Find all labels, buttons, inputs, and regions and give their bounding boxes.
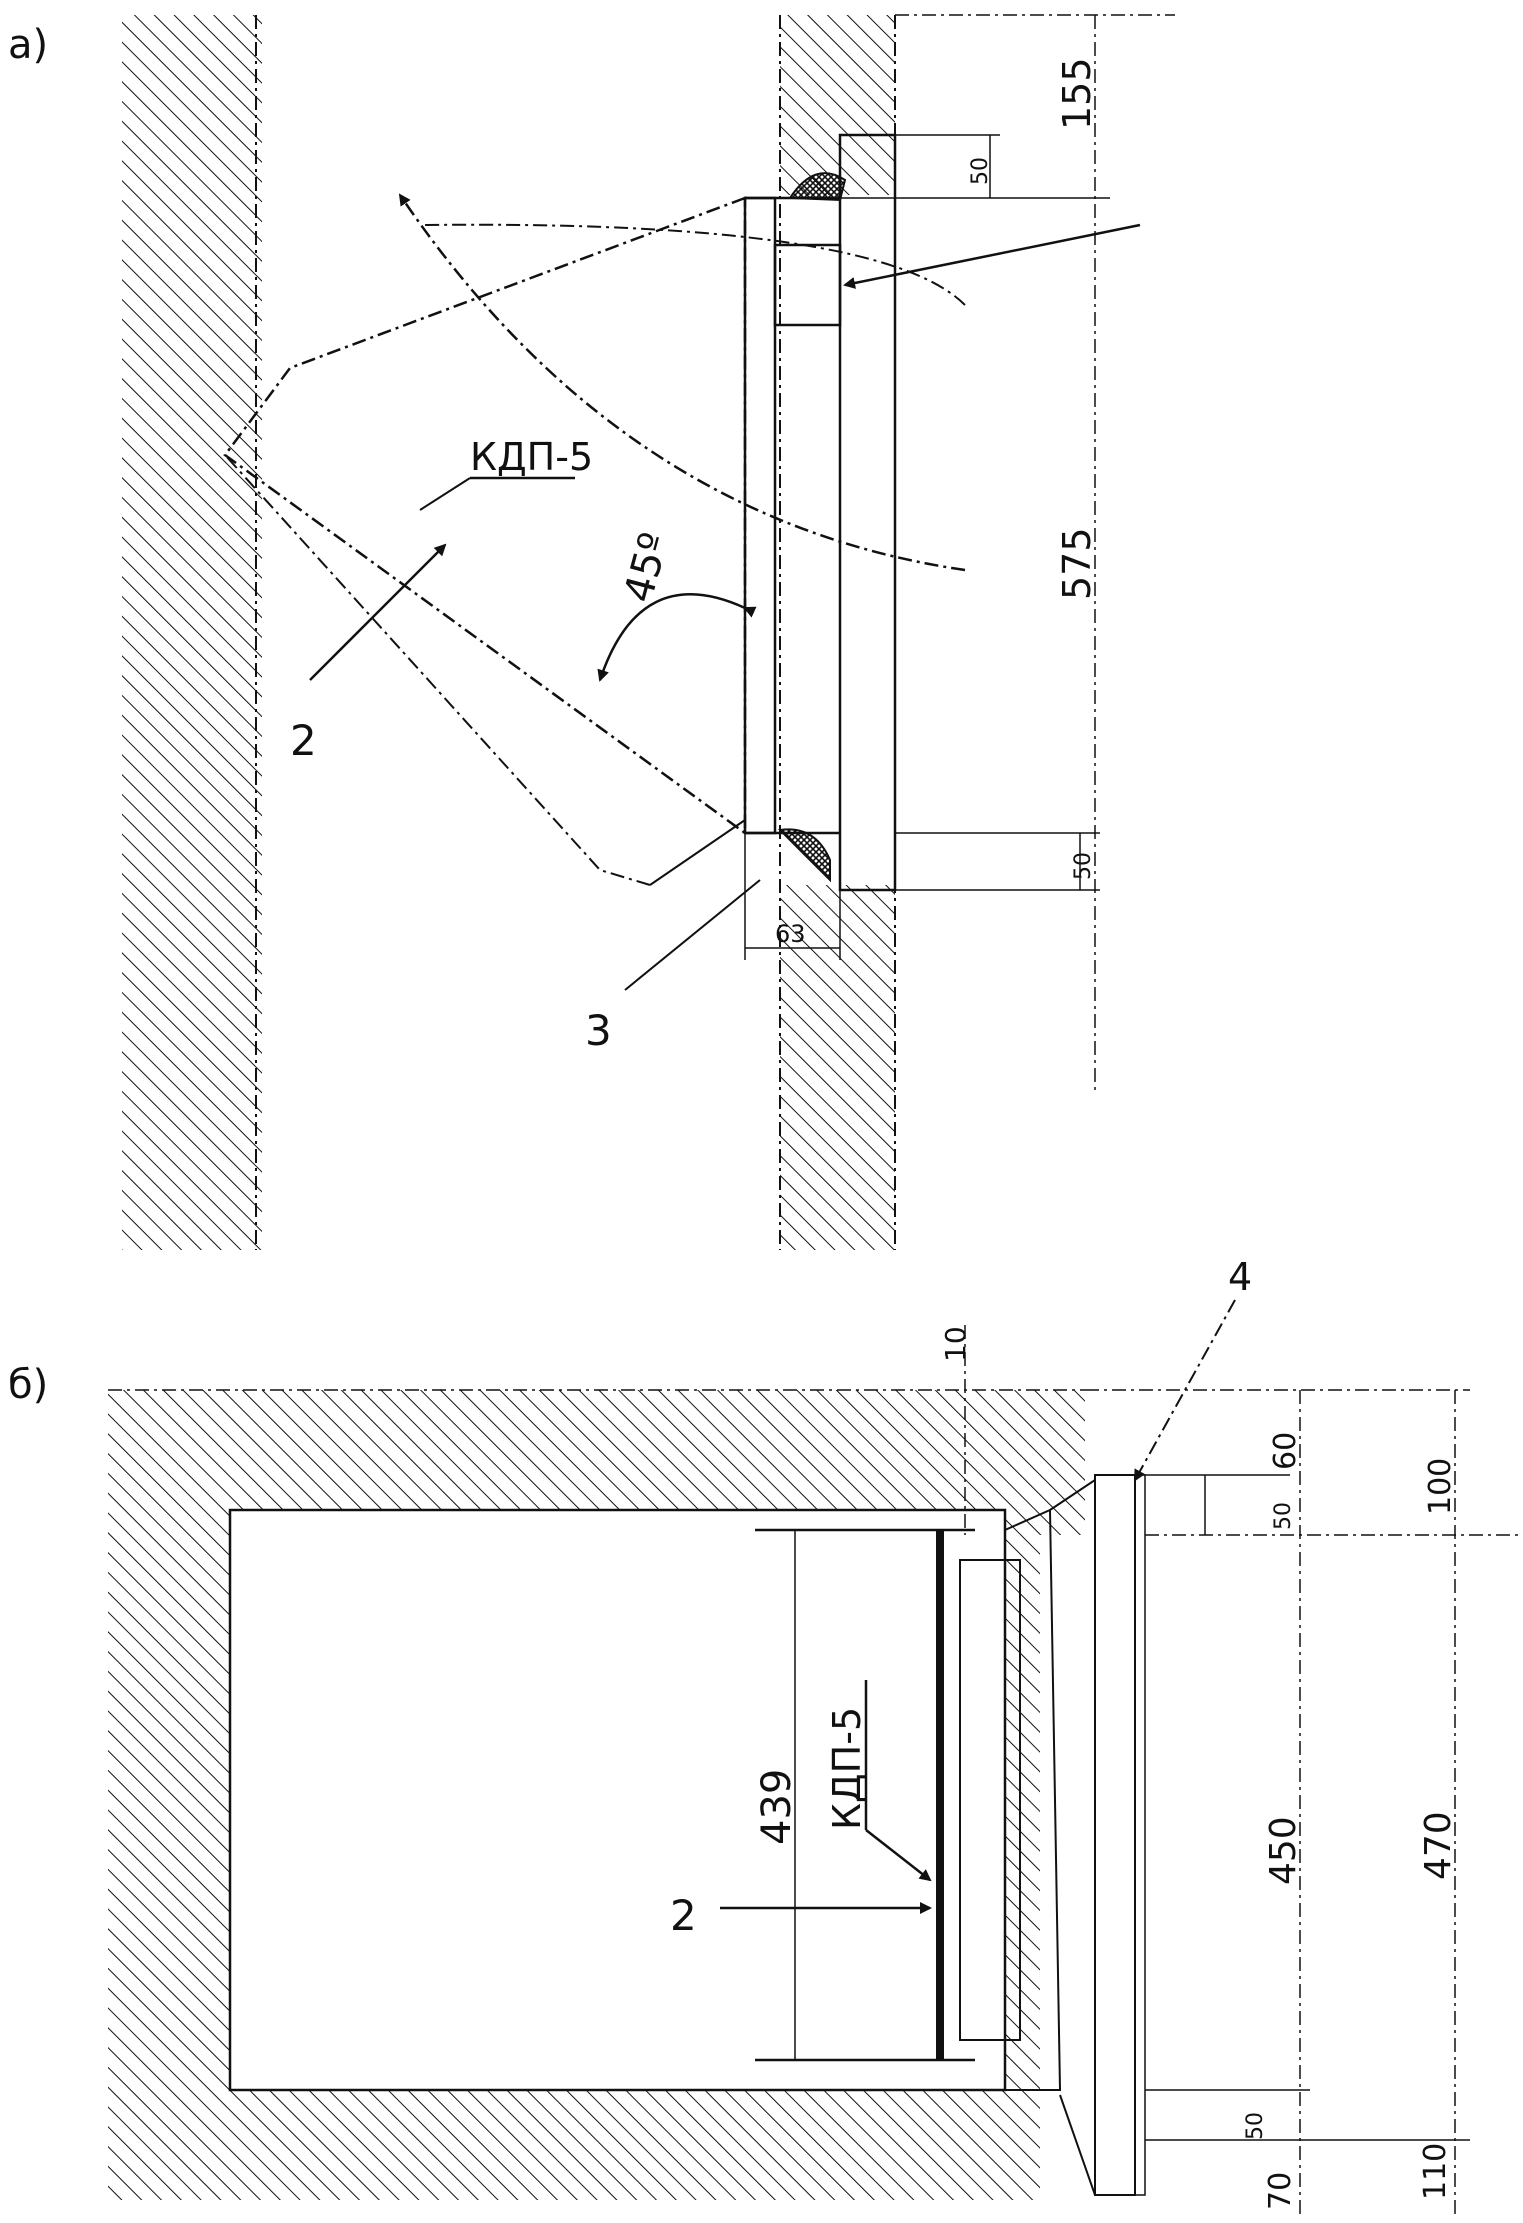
- dim-470: 470: [1418, 1811, 1459, 1880]
- element-label-a: КДП-5: [470, 435, 593, 479]
- sealant-top: [788, 172, 847, 202]
- callout-2-a: 2: [290, 716, 317, 765]
- valve-drive-box: [773, 243, 842, 327]
- dim-50-bottom: 50: [1071, 852, 1096, 880]
- angle-label: 45º: [616, 528, 678, 607]
- dim-110: 110: [1418, 2143, 1453, 2200]
- callout-4-b: 4: [1228, 1255, 1252, 1299]
- right-wall-hatch-top: [780, 15, 895, 195]
- sealant-bottom: [777, 828, 831, 883]
- view-b: б) 439 КДП-5 2 4 10: [8, 1255, 1523, 2215]
- callout-3-a: 3: [585, 1006, 612, 1055]
- angle-arc: [597, 593, 757, 682]
- blade-hinge-link: [649, 819, 746, 886]
- dim-50-b-bottom: 50: [1243, 2112, 1268, 2140]
- element-label-leader-a: [419, 477, 471, 511]
- view-a-label: а): [8, 22, 48, 68]
- frame-flange: [1049, 1478, 1096, 2196]
- dim-450: 450: [1263, 1816, 1304, 1885]
- dim-70: 70: [1263, 2172, 1298, 2210]
- airflow-inlet-arrow: [843, 223, 1141, 289]
- dim-155: 155: [1055, 57, 1099, 130]
- dim-100: 100: [1423, 1458, 1458, 1515]
- frame-plate-thin: [1134, 1474, 1146, 2196]
- blade-lower-edge: [224, 454, 651, 886]
- frame-plate-outer: [1094, 1474, 1136, 2196]
- duct-wall-hatch: [108, 1390, 1085, 2200]
- dim-10: 10: [939, 1326, 972, 1362]
- callout-2-b: 2: [670, 1891, 697, 1940]
- dim-50-top: 50: [968, 157, 993, 185]
- view-a: а) 45º КДП-5 2: [8, 14, 1175, 1250]
- airflow-inlet: [424, 223, 966, 306]
- frame-bracket: [1004, 1508, 1062, 2091]
- element-label-b: КДП-5: [825, 1707, 869, 1830]
- dim-60: 60: [1268, 1432, 1303, 1470]
- dim-63: 63: [775, 920, 806, 948]
- dim-50-b-top: 50: [1271, 1502, 1296, 1530]
- valve-frame-outer: [838, 133, 897, 892]
- callout-2-arrow-a: [309, 543, 447, 681]
- dim-439: 439: [754, 1769, 800, 1845]
- left-wall-hatch: [122, 15, 262, 1250]
- damper-blade: [223, 196, 747, 836]
- callout-3-leader-a: [624, 879, 761, 991]
- dim-575: 575: [1055, 527, 1099, 600]
- view-b-label: б): [8, 1362, 48, 1408]
- element-label-leader-b: [865, 1829, 932, 1882]
- airflow-outlet-arrow: [398, 193, 966, 572]
- right-wall-hatch-bottom: [780, 885, 895, 1250]
- duct-inner-outline: [228, 1508, 1007, 2092]
- valve-body-b: [959, 1559, 1021, 2041]
